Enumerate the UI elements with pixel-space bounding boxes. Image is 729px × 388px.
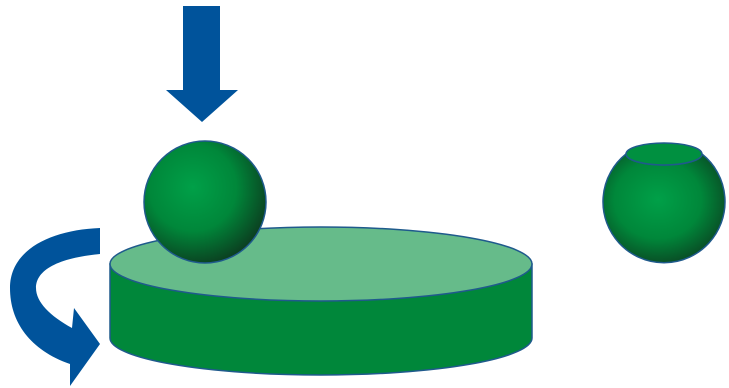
rotate-arrow-icon	[10, 228, 100, 386]
truncated-ball-flat-top	[626, 143, 702, 165]
truncated-ball-body	[603, 154, 725, 263]
truncated-ball	[603, 143, 725, 263]
ball-on-disc	[144, 141, 266, 263]
down-arrow-icon	[166, 6, 238, 122]
